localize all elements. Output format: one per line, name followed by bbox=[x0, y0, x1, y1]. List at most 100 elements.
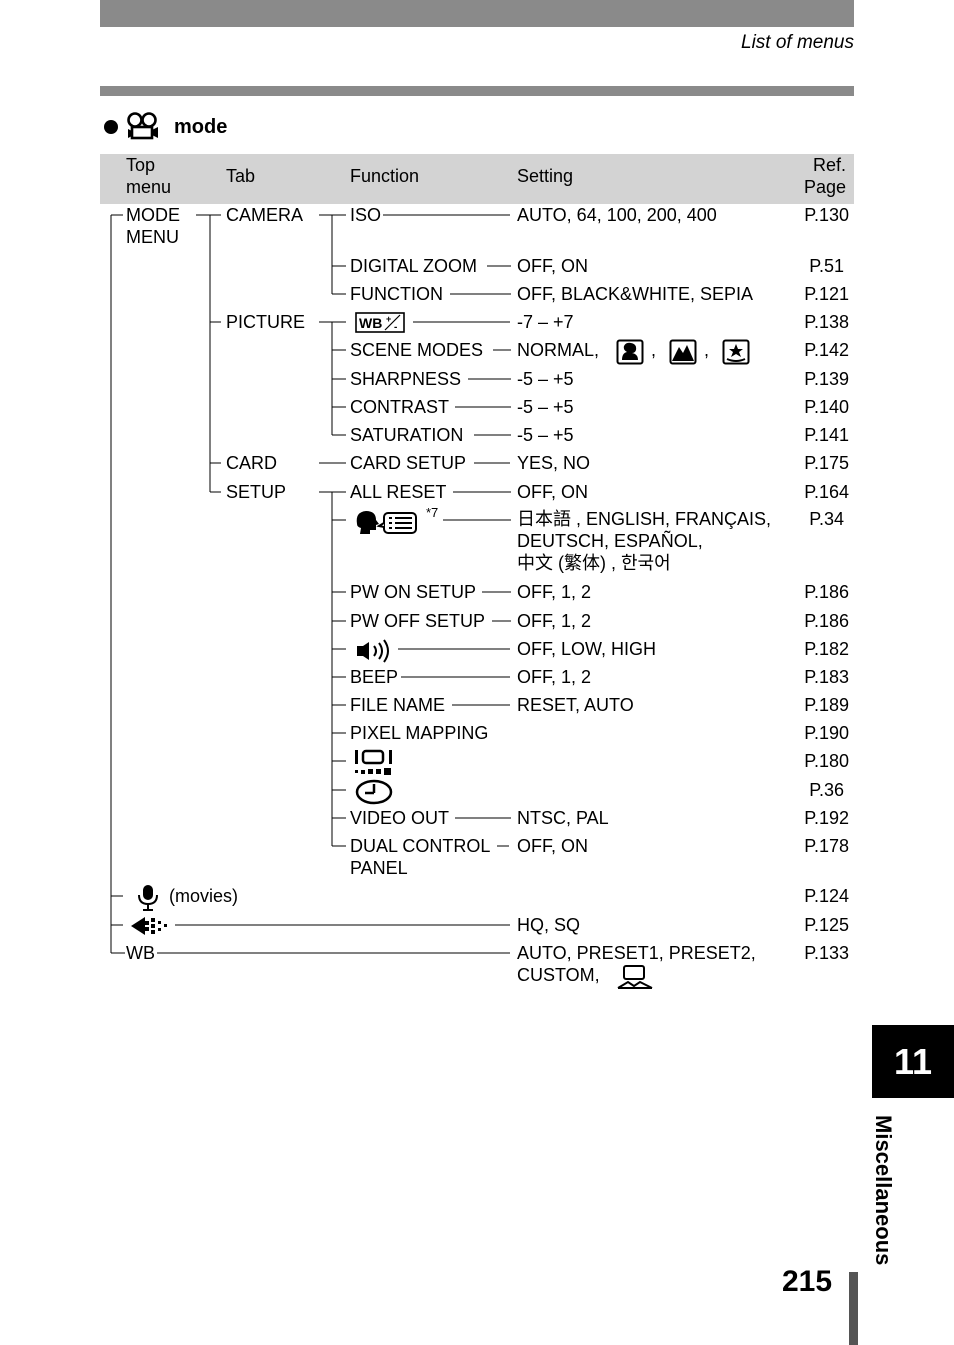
header-function: Function bbox=[350, 166, 420, 186]
setting-pw-on-setup: OFF, 1, 2 bbox=[517, 582, 592, 602]
page-number-bar bbox=[849, 1272, 858, 1345]
speaker-volume-icon bbox=[357, 639, 389, 663]
record-quality-icon bbox=[131, 917, 167, 935]
setting-function: OFF, BLACK&WHITE, SEPIA bbox=[517, 284, 754, 304]
svg-text:+: + bbox=[386, 314, 391, 324]
section-title-text: mode bbox=[174, 115, 228, 138]
ref-clock: P.36 bbox=[809, 780, 844, 800]
header-title: List of menus bbox=[741, 32, 854, 53]
top-menu-wb: WB bbox=[126, 943, 155, 963]
setting-dual-control: OFF, ON bbox=[517, 836, 588, 856]
function-pw-off-setup: PW OFF SETUP bbox=[350, 611, 485, 631]
setting-digital-zoom: OFF, ON bbox=[517, 256, 588, 276]
ref-wb: P.133 bbox=[804, 943, 849, 963]
setting-all-reset: OFF, ON bbox=[517, 482, 588, 502]
top-bar bbox=[100, 0, 854, 27]
one-touch-wb-icon bbox=[617, 965, 653, 989]
setting-video-out: NTSC, PAL bbox=[517, 808, 609, 828]
function-digital-zoom: DIGITAL ZOOM bbox=[350, 256, 478, 276]
header-ref-line1: Ref. bbox=[812, 155, 846, 175]
ref-saturation: P.141 bbox=[804, 425, 849, 445]
ref-volume: P.182 bbox=[804, 639, 849, 659]
section-title: mode bbox=[104, 112, 227, 142]
clock-icon bbox=[355, 779, 393, 805]
tab-card: CARD bbox=[226, 453, 278, 473]
tab-camera: CAMERA bbox=[226, 205, 304, 225]
header-ref-line2: Page bbox=[803, 177, 846, 197]
setting-file-name: RESET, AUTO bbox=[517, 695, 634, 715]
function-beep: BEEP bbox=[350, 667, 399, 687]
ref-function: P.121 bbox=[804, 284, 849, 304]
table-header bbox=[100, 154, 854, 204]
function-all-reset: ALL RESET bbox=[350, 482, 447, 502]
setting-pw-off-setup: OFF, 1, 2 bbox=[517, 611, 592, 631]
header-ref-page: Ref. Page bbox=[804, 154, 846, 198]
setting-iso: AUTO, 64, 100, 200, 400 bbox=[517, 205, 717, 225]
function-iso: ISO bbox=[350, 205, 382, 225]
function-dual-control-line2: PANEL bbox=[350, 858, 408, 878]
setting-sharpness: -5 – +5 bbox=[517, 369, 574, 389]
ref-sharpness: P.139 bbox=[804, 369, 849, 389]
function-file-name: FILE NAME bbox=[350, 695, 446, 715]
ref-contrast: P.140 bbox=[804, 397, 849, 417]
setting-card-setup: YES, NO bbox=[517, 453, 591, 473]
footnote-marker: *7 bbox=[426, 505, 439, 520]
ref-iso: P.130 bbox=[804, 205, 849, 225]
header-top-menu-line1: Top bbox=[126, 155, 156, 175]
setting-language-line3: 中文 (繁体) , 한국어 bbox=[517, 553, 671, 573]
bullet-icon bbox=[104, 120, 118, 134]
ref-video-out: P.192 bbox=[804, 808, 849, 828]
setting-language-line1: 日本語 , ENGLISH, FRANÇAIS, bbox=[517, 509, 772, 529]
setting-quality: HQ, SQ bbox=[517, 915, 581, 935]
scene-separator-1: , bbox=[651, 340, 657, 360]
ref-digital-zoom: P.51 bbox=[809, 256, 844, 276]
landscape-icon bbox=[669, 339, 697, 365]
function-video-out: VIDEO OUT bbox=[350, 808, 450, 828]
top-menu-movies: (movies) bbox=[169, 886, 239, 906]
function-dual-control-line1: DUAL CONTROL bbox=[350, 836, 491, 856]
chapter-tab: 11 bbox=[872, 1025, 954, 1098]
microphone-icon bbox=[138, 885, 158, 911]
function-scene-modes: SCENE MODES bbox=[350, 340, 484, 360]
svg-text:-: - bbox=[394, 322, 397, 333]
setting-wb-line1: AUTO, PRESET1, PRESET2, bbox=[517, 943, 756, 963]
portrait-icon bbox=[616, 339, 644, 365]
chapter-label-text: Miscellaneous bbox=[871, 1115, 896, 1266]
setting-volume: OFF, LOW, HIGH bbox=[517, 639, 657, 659]
ref-movies: P.124 bbox=[804, 886, 849, 906]
ref-file-name: P.189 bbox=[804, 695, 849, 715]
ref-pw-off-setup: P.186 bbox=[804, 611, 849, 631]
setting-saturation: -5 – +5 bbox=[517, 425, 574, 445]
scene-separator-2: , bbox=[704, 340, 710, 360]
ref-scene-modes: P.142 bbox=[804, 340, 849, 360]
setting-wb-adjust: -7 – +7 bbox=[517, 312, 574, 332]
ref-monitor-brightness: P.180 bbox=[804, 751, 849, 771]
section-divider bbox=[100, 86, 854, 96]
ref-all-reset: P.164 bbox=[804, 482, 849, 502]
svg-text:WB: WB bbox=[359, 315, 382, 331]
ref-dual-control: P.178 bbox=[804, 836, 849, 856]
setting-wb: AUTO, PRESET1, PRESET2, CUSTOM, bbox=[517, 942, 756, 986]
function-pixel-mapping: PIXEL MAPPING bbox=[350, 723, 489, 743]
setting-contrast: -5 – +5 bbox=[517, 397, 574, 417]
top-menu-mode-line1: MODE bbox=[126, 205, 180, 225]
ref-wb-adjust: P.138 bbox=[804, 312, 849, 332]
header-top-menu-line2: menu bbox=[126, 177, 172, 197]
ref-quality: P.125 bbox=[804, 915, 849, 935]
function-saturation: SATURATION bbox=[350, 425, 464, 445]
ref-pw-on-setup: P.186 bbox=[804, 582, 849, 602]
language-icon bbox=[356, 511, 417, 534]
header-setting: Setting bbox=[517, 166, 574, 186]
page-number: 215 bbox=[782, 1265, 833, 1298]
night-scene-icon bbox=[722, 339, 750, 365]
function-contrast: CONTRAST bbox=[350, 397, 449, 417]
function-card-setup: CARD SETUP bbox=[350, 453, 467, 473]
top-menu-mode-line2: MENU bbox=[126, 227, 179, 247]
function-function: FUNCTION bbox=[350, 284, 443, 304]
setting-wb-line2: CUSTOM, bbox=[517, 965, 600, 985]
setting-language-line2: DEUTSCH, ESPAÑOL, bbox=[517, 531, 703, 551]
setting-scene-modes: NORMAL, bbox=[517, 340, 600, 360]
setting-language: 日本語 , ENGLISH, FRANÇAIS, DEUTSCH, ESPAÑO… bbox=[517, 508, 771, 574]
function-pw-on-setup: PW ON SETUP bbox=[350, 582, 477, 602]
